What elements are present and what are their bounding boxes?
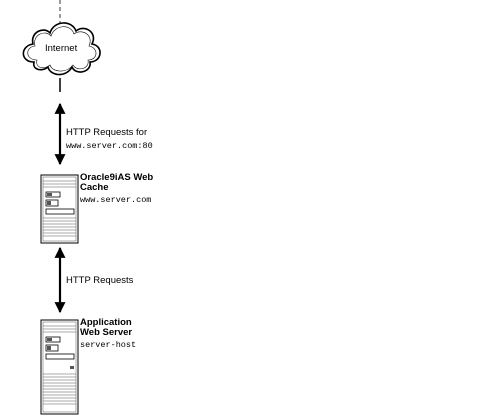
- web-cache-name-line1: Oracle9iAS Web: [80, 172, 154, 183]
- lower-link-label: HTTP Requests: [66, 275, 134, 286]
- app-server-host: server-host: [80, 340, 137, 350]
- app-server-name-line2: Web Server: [80, 327, 133, 338]
- app-server-icon: [40, 319, 79, 415]
- app-server-name-line1: Application: [80, 317, 132, 328]
- web-cache-server-icon: [40, 174, 79, 244]
- internet-cloud-icon: [22, 22, 101, 76]
- web-cache-host: www.server.com: [80, 195, 152, 205]
- web-cache-name-line2: Cache: [80, 182, 109, 193]
- internet-label: Internet: [45, 43, 78, 54]
- upper-link-label: HTTP Requests for: [66, 127, 148, 138]
- upper-link-address: www.server.com:80: [66, 141, 153, 151]
